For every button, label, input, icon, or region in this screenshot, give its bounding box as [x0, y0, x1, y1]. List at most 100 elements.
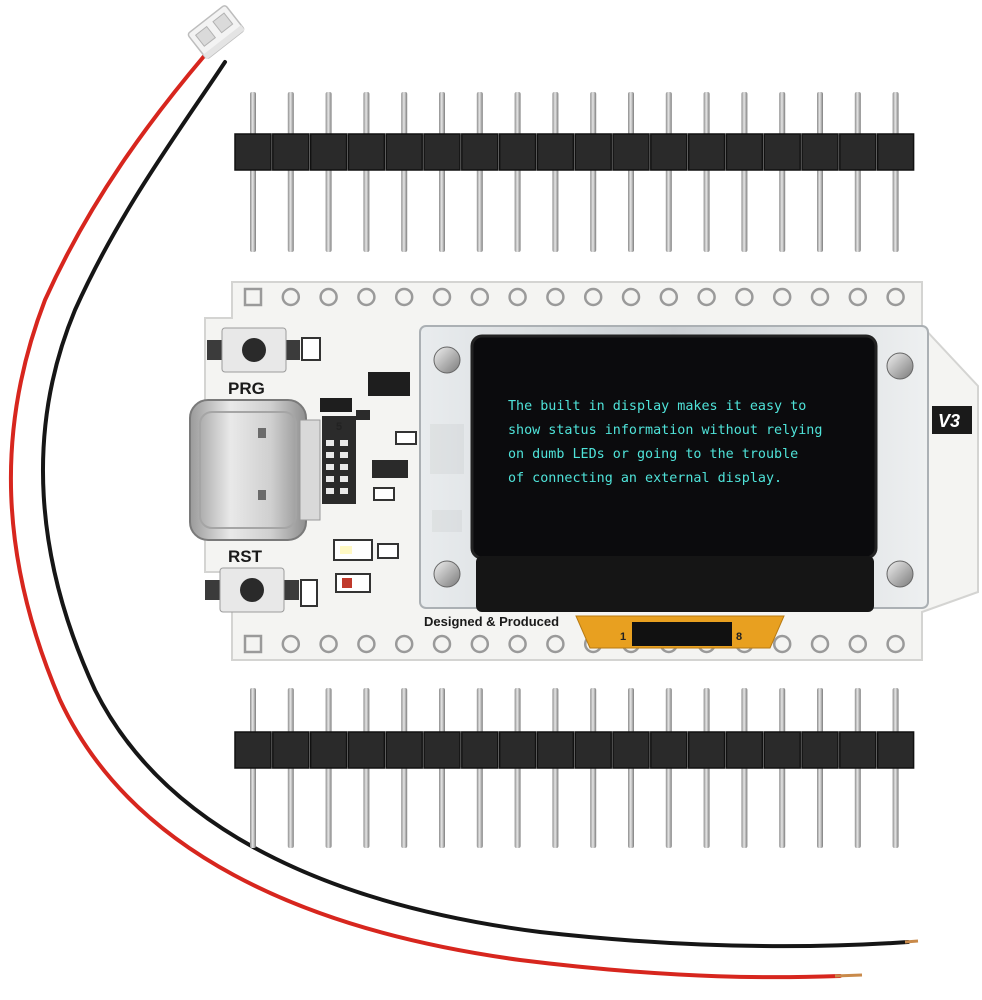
- header-pin: [741, 92, 748, 252]
- header-block: [309, 133, 348, 171]
- header-block: [687, 731, 726, 769]
- header-block: [536, 731, 575, 769]
- header-block: [498, 133, 537, 171]
- pin-hole: [583, 287, 603, 307]
- header-pin: [854, 92, 861, 252]
- header-block: [650, 133, 688, 171]
- pin-hole: [848, 287, 868, 307]
- pin-header-top: [234, 92, 915, 252]
- header-pin: [476, 92, 483, 252]
- pin-hole: [357, 287, 376, 307]
- rst-label: RST: [228, 547, 263, 566]
- oled-line-1: The built in display makes it easy to: [508, 399, 806, 414]
- pin-hole: [848, 634, 868, 654]
- header-block: [725, 133, 764, 171]
- pin-hole: [319, 287, 338, 307]
- pin-hole: [243, 634, 263, 654]
- pin-hole: [886, 634, 905, 654]
- header-block: [612, 731, 650, 769]
- black-wire: [40, 60, 910, 949]
- pin-hole: [810, 634, 830, 654]
- pin-hole: [243, 287, 263, 307]
- header-block: [839, 133, 877, 171]
- fpc-ribbon: 1 8: [575, 615, 785, 649]
- header-pin: [325, 92, 332, 252]
- header-block: [272, 133, 310, 171]
- oled-line-3: on dumb LEDs or going to the trouble: [508, 447, 798, 462]
- red-wire: [8, 53, 842, 980]
- header-block: [385, 731, 423, 769]
- pin-hole: [357, 634, 376, 654]
- header-block: [498, 731, 537, 769]
- pin-hole: [659, 287, 679, 307]
- fpc-pin-first: 1: [620, 631, 626, 643]
- pin-hole: [432, 287, 452, 307]
- header-pin: [817, 92, 823, 252]
- pin-hole: [735, 287, 754, 307]
- pin-hole: [281, 634, 301, 654]
- pin-hole: [621, 287, 641, 307]
- header-pin: [552, 92, 559, 252]
- fpc-pin-last: 8: [736, 631, 742, 643]
- usb-c-port: [189, 399, 321, 541]
- oled-line-2: show status information without relying: [508, 423, 822, 438]
- header-block: [763, 133, 801, 171]
- header-block: [876, 133, 915, 171]
- pin-hole: [281, 287, 301, 307]
- battery-cable: [8, 53, 919, 980]
- header-block: [423, 133, 461, 171]
- header-pin: [287, 92, 294, 252]
- header-block: [574, 731, 612, 769]
- header-block: [347, 731, 386, 769]
- header-block: [309, 731, 348, 769]
- pin-hole: [319, 634, 338, 654]
- oled-line-4: of connecting an external display.: [508, 471, 782, 486]
- header-block: [801, 731, 839, 769]
- rst-button: [205, 567, 318, 613]
- header-pin: [401, 92, 408, 252]
- header-pin: [779, 92, 786, 252]
- header-block: [763, 731, 801, 769]
- pin-hole: [470, 634, 490, 654]
- jst-connector: [187, 5, 245, 60]
- pin-hole: [810, 287, 830, 307]
- pin-hole: [772, 634, 792, 654]
- smd-components: 5: [320, 372, 464, 593]
- header-block: [574, 133, 612, 171]
- dev-board: PRG RST: [189, 281, 979, 661]
- header-block: [650, 731, 688, 769]
- header-block: [839, 731, 877, 769]
- header-block: [725, 731, 764, 769]
- header-block: [801, 133, 839, 171]
- header-block: [536, 133, 575, 171]
- maker-text: Designed & Produced: [424, 614, 559, 629]
- mounting-screws: [433, 346, 914, 588]
- prg-button: [207, 327, 321, 373]
- header-block: [612, 133, 650, 171]
- red-wire-tip: [834, 973, 863, 978]
- pin-hole: [546, 634, 565, 654]
- header-block: [234, 133, 272, 171]
- prg-label: PRG: [228, 379, 265, 398]
- header-block: [461, 133, 499, 171]
- pin-hole: [886, 287, 905, 307]
- header-pin: [703, 92, 710, 252]
- pin-holes-top: [243, 287, 905, 307]
- pin-hole: [508, 287, 527, 307]
- header-block: [423, 731, 461, 769]
- black-wire-tip: [904, 939, 919, 944]
- pin-hole: [772, 287, 792, 307]
- pin-hole: [546, 287, 565, 307]
- header-pin: [665, 92, 672, 252]
- header-pin: [439, 92, 445, 252]
- header-block: [461, 731, 499, 769]
- version-badge: V3: [932, 406, 972, 434]
- version-label: V3: [938, 411, 960, 431]
- header-pin: [892, 92, 899, 252]
- header-block: [687, 133, 726, 171]
- header-block: [385, 133, 423, 171]
- header-pin: [514, 92, 521, 252]
- header-block: [876, 731, 915, 769]
- header-pin: [363, 92, 370, 252]
- header-block: [234, 731, 272, 769]
